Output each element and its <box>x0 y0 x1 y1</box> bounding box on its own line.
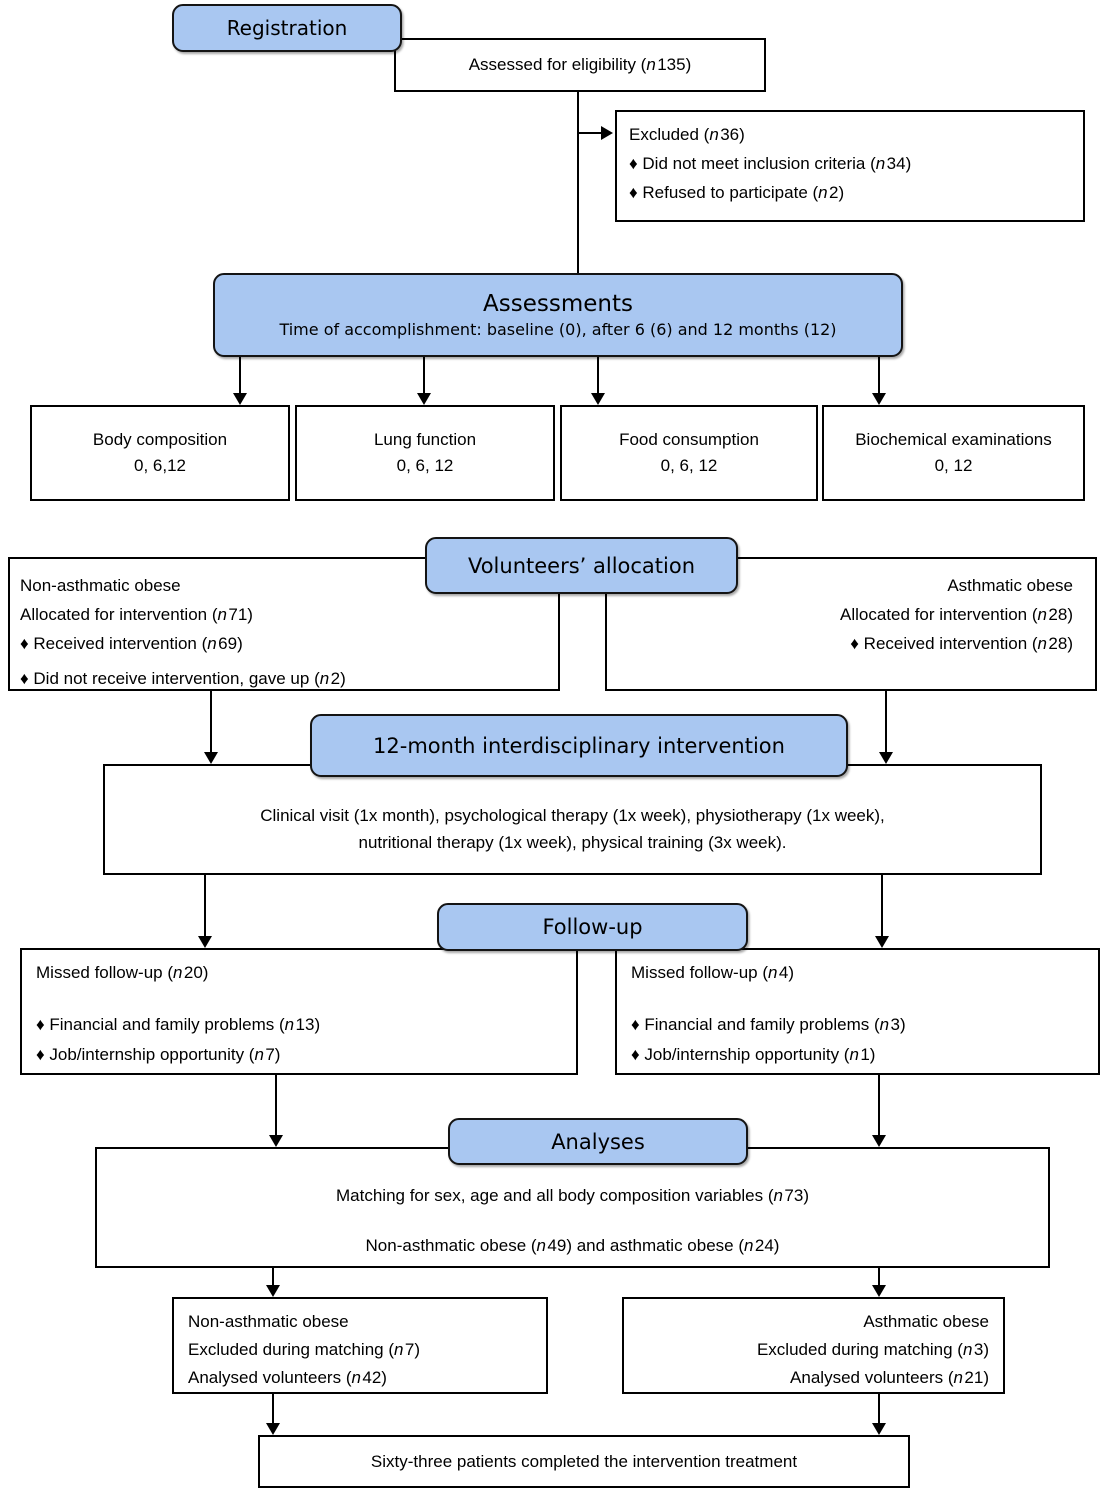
allocation-line: Asthmatic obese <box>947 576 1073 595</box>
allocation-header: Volunteers’ allocation <box>467 553 696 578</box>
arrowhead-final-left <box>266 1423 280 1435</box>
assessments-title: Assessments <box>483 291 633 317</box>
connector-alloc-right-down <box>885 691 887 752</box>
node-intervention-header: 12-month interdisciplinary intervention <box>310 714 848 777</box>
node-intervention-detail: Clinical visit (1x month), psychological… <box>103 764 1042 875</box>
intervention-detail-line: nutritional therapy (1x week), physical … <box>358 833 787 852</box>
measure-times: 0, 6, 12 <box>396 456 454 475</box>
node-matched-non-asthmatic: Non-asthmatic obese Excluded during matc… <box>172 1297 548 1394</box>
measure-title: Food consumption <box>619 430 759 449</box>
node-followup-header: Follow-up <box>437 903 748 951</box>
connector-assessments-lung <box>423 357 425 393</box>
connector-alloc-left-down <box>210 691 212 752</box>
matched-line: Analysed volunteers (n 42) <box>188 1368 387 1387</box>
matched-line: Excluded during matching (n 3) <box>756 1340 989 1359</box>
arrowhead-missed-right <box>875 936 889 948</box>
arrowhead-matched-left <box>266 1285 280 1297</box>
measure-title: Biochemical examinations <box>855 430 1052 449</box>
measure-times: 0, 12 <box>934 456 973 475</box>
connector-assessed-to-assessments <box>577 92 579 274</box>
node-assessments: Assessments Time of accomplishment: base… <box>213 273 903 357</box>
node-analyses-detail: Matching for sex, age and all body compo… <box>95 1147 1050 1268</box>
node-assessed: Assessed for eligibility (n 135) <box>394 38 766 92</box>
node-body-composition: Body composition 0, 6,12 <box>30 405 290 501</box>
analyses-line: Matching for sex, age and all body compo… <box>336 1186 809 1205</box>
allocation-line: ♦ Received intervention (n 69) <box>20 634 243 653</box>
analyses-header-label: Analyses <box>551 1129 645 1154</box>
matched-line: Asthmatic obese <box>863 1312 989 1331</box>
arrowhead-food <box>591 393 605 405</box>
missed-item: ♦ Financial and family problems (n 3) <box>631 1015 906 1034</box>
node-matched-asthmatic: Asthmatic obese Excluded during matching… <box>622 1297 1005 1394</box>
missed-title: Missed follow-up (n 20) <box>36 963 209 982</box>
node-analyses-header: Analyses <box>448 1118 748 1165</box>
allocation-line: Allocated for intervention (n 28) <box>840 605 1073 624</box>
measure-title: Lung function <box>373 430 477 449</box>
node-completion: Sixty-three patients completed the inter… <box>258 1435 910 1488</box>
intervention-detail-line: Clinical visit (1x month), psychological… <box>260 806 885 825</box>
arrowhead-analyses-right <box>872 1135 886 1147</box>
node-missed-followup-left: Missed follow-up (n 20) ♦ Financial and … <box>20 948 578 1075</box>
missed-item: ♦ Financial and family problems (n 13) <box>36 1015 321 1034</box>
missed-item: ♦ Job/internship opportunity (n 1) <box>631 1045 876 1064</box>
arrowhead-alloc-left <box>204 752 218 764</box>
followup-header-label: Follow-up <box>542 915 643 939</box>
connector-clinical-right-down <box>881 875 883 936</box>
intervention-header-label: 12-month interdisciplinary intervention <box>373 733 785 758</box>
arrowhead-matched-right <box>872 1285 886 1297</box>
allocation-line: Allocated for intervention (n 71) <box>20 605 253 624</box>
measure-title: Body composition <box>92 430 228 449</box>
connector-matched-right-down <box>878 1394 880 1423</box>
arrowhead-analyses-left <box>269 1135 283 1147</box>
arrowhead-missed-left <box>198 936 212 948</box>
connector-matched-left-down <box>272 1394 274 1423</box>
matched-line: Non-asthmatic obese <box>188 1312 349 1331</box>
arrowhead-lung <box>417 393 431 405</box>
excluded-title: Excluded (n 36) <box>629 125 745 144</box>
missed-title: Missed follow-up (n 4) <box>631 963 795 982</box>
matched-line: Excluded during matching (n 7) <box>188 1340 421 1359</box>
connector-missed-left-down <box>275 1075 277 1135</box>
connector-assessments-food <box>597 357 599 393</box>
registration-label: Registration <box>226 16 348 40</box>
measure-times: 0, 6,12 <box>134 456 186 475</box>
excluded-item: ♦ Refused to participate (n 2) <box>629 183 845 202</box>
arrowhead-excluded <box>601 126 613 140</box>
analyses-line: Non-asthmatic obese (n 49) and asthmatic… <box>365 1236 780 1255</box>
node-registration: Registration <box>172 4 402 52</box>
node-volunteers-allocation: Volunteers’ allocation <box>425 537 738 594</box>
node-biochemical-examinations: Biochemical examinations 0, 12 <box>822 405 1085 501</box>
measure-times: 0, 6, 12 <box>660 456 718 475</box>
connector-clinical-left-down <box>204 875 206 936</box>
node-missed-followup-right: Missed follow-up (n 4) ♦ Financial and f… <box>615 948 1100 1075</box>
arrowhead-final-right <box>872 1423 886 1435</box>
matched-line: Analysed volunteers (n 21) <box>790 1368 989 1387</box>
connector-assessments-body <box>239 357 241 393</box>
connector-analyses-right-down <box>878 1268 880 1285</box>
allocation-line: ♦ Received intervention (n 28) <box>850 634 1073 653</box>
missed-item: ♦ Job/internship opportunity (n 7) <box>36 1045 281 1064</box>
arrowhead-biochem <box>872 393 886 405</box>
connector-to-excluded <box>578 132 602 134</box>
node-excluded: Excluded (n 36) ♦ Did not meet inclusion… <box>615 110 1085 222</box>
node-asthmatic-allocation: Asthmatic obese Allocated for interventi… <box>605 557 1097 691</box>
allocation-line: Non-asthmatic obese <box>20 576 181 595</box>
node-lung-function: Lung function 0, 6, 12 <box>295 405 555 501</box>
allocation-line: ♦ Did not receive intervention, gave up … <box>20 669 346 688</box>
assessments-subtitle: Time of accomplishment: baseline (0), af… <box>279 320 837 339</box>
connector-assessments-biochem <box>878 357 880 393</box>
excluded-item: ♦ Did not meet inclusion criteria (n 34) <box>629 154 912 173</box>
arrowhead-body <box>233 393 247 405</box>
connector-missed-right-down <box>878 1075 880 1135</box>
assessed-label: Assessed for eligibility (n 135) <box>468 55 692 74</box>
completion-label: Sixty-three patients completed the inter… <box>370 1451 798 1471</box>
connector-analyses-left-down <box>272 1268 274 1285</box>
arrowhead-alloc-right <box>879 752 893 764</box>
node-food-consumption: Food consumption 0, 6, 12 <box>560 405 818 501</box>
